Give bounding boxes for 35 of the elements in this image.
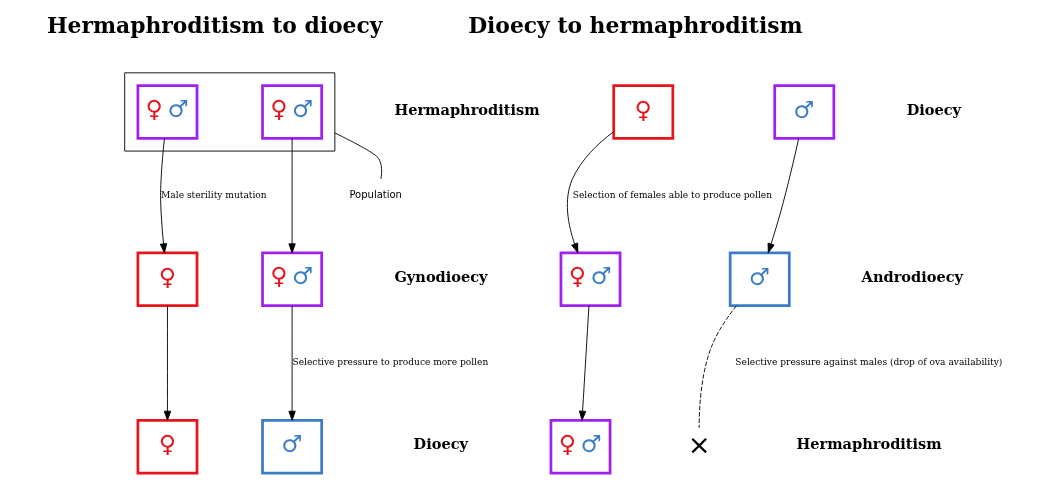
- node-text: ×: [687, 428, 711, 460]
- arrow: [767, 138, 800, 254]
- node-box: ♂: [728, 251, 791, 308]
- edge-label: Male sterility mutation: [161, 189, 267, 200]
- label: Dioecy: [413, 435, 468, 453]
- node-box: ♀ ♂: [261, 84, 324, 140]
- arrow: [578, 305, 590, 421]
- node-box: ♀: [136, 419, 199, 475]
- cluster: [124, 72, 336, 152]
- edge-label: Selective pressure to produce more pollen: [292, 357, 489, 368]
- node-box: ♀: [136, 251, 199, 308]
- arrow: [288, 305, 296, 421]
- node-box: ♂: [261, 419, 324, 475]
- label: Hermaphroditism to dioecy: [46, 12, 383, 38]
- arrow: [159, 137, 168, 254]
- connector: [334, 132, 383, 180]
- node-box: ♀ ♂: [559, 251, 622, 308]
- label: Dioecy to hermaphroditism: [468, 12, 803, 38]
- label: Dioecy: [906, 100, 962, 118]
- node-text: Population: [349, 189, 402, 201]
- label: Selective pressure against males (drop of ova availability): [735, 357, 1003, 368]
- label: Hermaphroditism: [394, 100, 540, 118]
- label: Androdioecy: [861, 267, 963, 285]
- node-box: ♀: [612, 84, 675, 140]
- arrow: [163, 305, 172, 421]
- node-box: ♂: [773, 84, 836, 140]
- arrow: [288, 137, 296, 254]
- connector: [698, 305, 737, 429]
- node-box: ♀ ♂: [261, 251, 324, 308]
- edge-label: Selection of females able to produce pollen: [572, 189, 773, 200]
- node-box: ♀ ♂: [549, 419, 612, 475]
- label: Gynodioecy: [394, 267, 488, 285]
- label: Hermaphroditism: [796, 435, 942, 453]
- node-box: ♀ ♂: [136, 84, 199, 140]
- arrow: [566, 131, 614, 254]
